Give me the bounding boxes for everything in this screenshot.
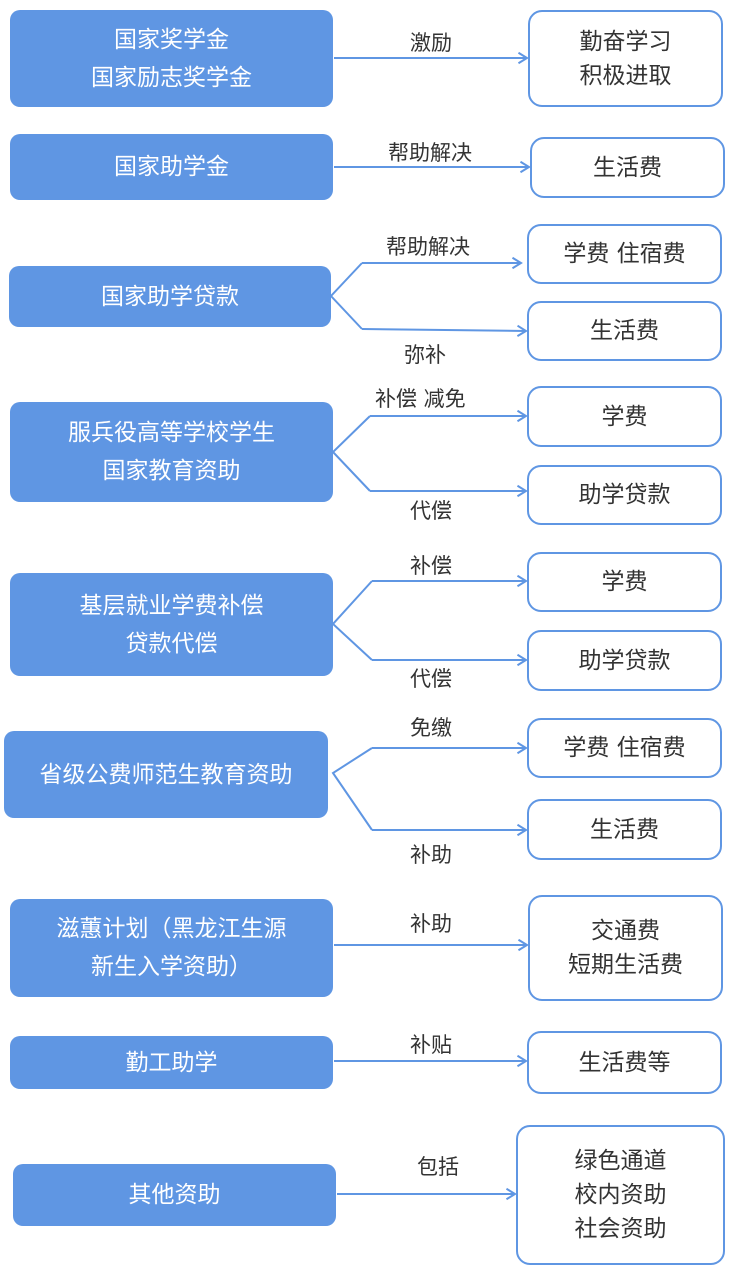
target-node-line: 助学贷款 [578,647,671,674]
target-node: 学费 [527,552,722,612]
edge-label: 补偿 [410,554,452,578]
target-node-line: 学费 [601,569,648,595]
arrowhead-icon [516,653,528,667]
arrowhead-icon [511,256,523,270]
target-node-line: 积极进取 [579,62,672,89]
arrowhead-icon [505,1187,517,1201]
source-node: 滋蕙计划（黑龙江生源新生入学资助） [10,899,333,997]
edge-label: 帮助解决 [388,141,472,165]
target-node-line: 绿色通道 [574,1148,667,1174]
edge-label: 补助 [410,912,452,936]
branch-connector [329,262,363,330]
source-node-line: 省级公费师范生教育资助 [39,761,293,788]
source-node: 省级公费师范生教育资助 [4,731,328,818]
arrowhead-icon [517,51,529,65]
target-node-line: 社会资助 [574,1216,667,1242]
branch-connector [331,580,373,661]
arrowhead-icon [517,938,529,952]
source-node: 基层就业学费补偿贷款代偿 [10,573,333,676]
source-node: 国家助学金 [10,134,333,200]
source-node-line: 贷款代偿 [125,630,218,657]
edge-label: 帮助解决 [386,235,470,259]
target-node: 生活费 [530,137,725,198]
edge-label: 补偿 减免 [375,387,466,411]
source-node-line: 国家励志奖学金 [91,64,252,91]
target-node: 生活费等 [527,1031,722,1094]
target-node: 助学贷款 [527,630,722,691]
arrowhead-icon [516,324,528,337]
source-node-line: 国家教育资助 [102,458,241,484]
target-node-line: 生活费 [590,816,659,843]
target-node: 助学贷款 [527,465,722,525]
arrowhead-icon [516,484,528,498]
source-node-line: 新生入学资助） [91,954,252,980]
target-node-line: 交通费 [591,918,660,944]
source-node-line: 国家奖学金 [114,26,229,53]
edge-arrow-line [361,328,527,332]
target-node: 交通费短期生活费 [528,895,723,1001]
source-node-line: 其他资助 [128,1182,221,1208]
target-node-line: 生活费等 [578,1049,671,1076]
target-node: 勤奋学习积极进取 [528,10,723,107]
target-node-line: 短期生活费 [568,952,683,978]
arrowhead-icon [516,823,528,837]
source-node: 国家助学贷款 [9,266,331,327]
edge-label: 包括 [417,1155,459,1179]
edge-label: 弥补 [404,343,446,367]
source-node-line: 勤工助学 [125,1049,218,1076]
source-node-line: 服兵役高等学校学生 [68,420,275,446]
branch-connector [331,747,373,831]
target-node-line: 生活费 [590,318,659,344]
target-node: 学费 住宿费 [527,224,722,284]
source-node: 其他资助 [13,1164,336,1226]
source-node: 国家奖学金国家励志奖学金 [10,10,333,107]
source-node: 勤工助学 [10,1036,333,1089]
arrowhead-icon [516,409,528,423]
edge-label: 补助 [410,843,452,867]
source-node-line: 基层就业学费补偿 [79,592,264,619]
target-node: 绿色通道校内资助社会资助 [516,1125,725,1265]
target-node: 学费 住宿费 [527,718,722,778]
edge-label: 激励 [410,31,452,55]
edge-label: 免缴 [410,716,452,740]
edge-label: 代偿 [410,667,452,691]
edge-label: 代偿 [410,499,452,523]
arrowhead-icon [519,160,531,174]
target-node-line: 学费 [601,403,648,430]
target-node-line: 学费 住宿费 [563,735,686,761]
target-node-line: 助学贷款 [578,482,671,508]
target-node-line: 勤奋学习 [579,28,672,55]
target-node-line: 学费 住宿费 [563,241,686,267]
source-node-line: 国家助学贷款 [101,283,239,310]
edge-label: 补贴 [410,1033,452,1057]
arrowhead-icon [516,741,528,755]
target-node-line: 校内资助 [574,1182,667,1208]
source-node-line: 国家助学金 [114,154,229,180]
arrowhead-icon [516,574,528,588]
arrowhead-icon [516,1054,528,1068]
source-node-line: 滋蕙计划（黑龙江生源 [56,916,287,942]
branch-connector [331,415,371,492]
target-node: 生活费 [527,799,722,860]
source-node: 服兵役高等学校学生国家教育资助 [10,402,333,502]
target-node: 生活费 [527,301,722,361]
target-node-line: 生活费 [593,154,662,181]
target-node: 学费 [527,386,722,447]
